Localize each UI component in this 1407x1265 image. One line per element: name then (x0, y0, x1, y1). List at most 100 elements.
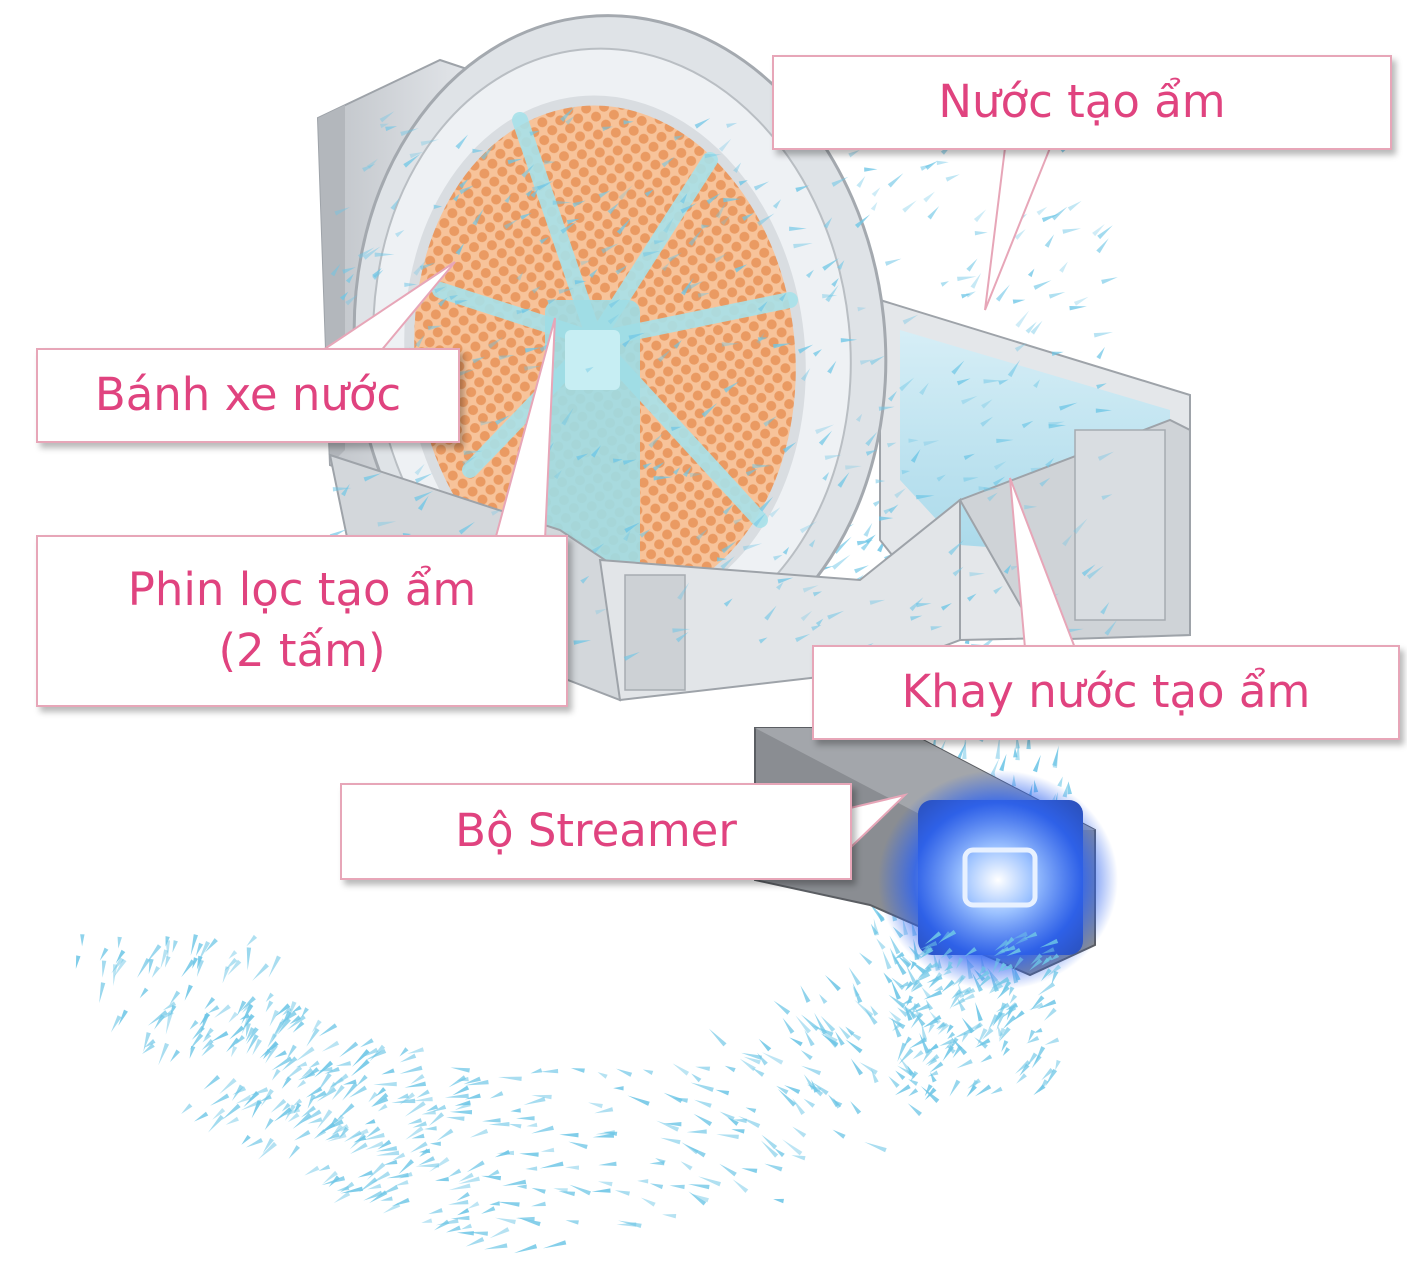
mist-particle (946, 1024, 954, 1034)
mist-particle (1036, 206, 1048, 216)
mist-particle (597, 1072, 608, 1079)
mist-particle (752, 464, 773, 469)
mist-particle (689, 472, 703, 478)
mist-particle (999, 753, 1007, 772)
mist-particle (875, 479, 886, 484)
mist-particle (281, 1056, 298, 1071)
mist-particle (181, 1103, 193, 1115)
mist-particle (332, 487, 352, 492)
mist-particle (481, 1206, 496, 1214)
mist-particle (965, 291, 976, 298)
mist-particle (622, 459, 637, 465)
mist-particle (472, 356, 486, 364)
mist-particle (1044, 1037, 1060, 1045)
mist-particle (978, 965, 987, 977)
mist-particle (1015, 310, 1030, 328)
mist-particle (407, 1118, 422, 1125)
mist-particle (99, 982, 106, 1004)
mist-particle (407, 1047, 424, 1054)
mist-particle (456, 369, 476, 377)
mist-particle (623, 530, 631, 542)
mist-particle (1039, 477, 1051, 487)
mist-particle (531, 1125, 554, 1134)
mist-particle (1010, 565, 1019, 571)
mist-particle (857, 306, 867, 312)
mist-particle (391, 1197, 410, 1207)
mist-particle (952, 975, 965, 987)
mist-particle (905, 964, 918, 986)
mist-particle (380, 123, 389, 129)
mist-particle (909, 1037, 927, 1049)
mist-particle (998, 379, 1009, 385)
mist-particle (165, 1012, 173, 1035)
mist-particle (504, 194, 511, 204)
mist-particle (99, 947, 109, 961)
mist-particle (458, 1176, 480, 1184)
mist-particle (961, 1032, 969, 1043)
mist-particle (591, 1188, 611, 1193)
mist-particle (894, 951, 905, 960)
mist-particle (738, 1115, 761, 1129)
mist-particle (419, 262, 436, 271)
mist-particle (799, 521, 818, 534)
mist-particle (523, 1096, 546, 1105)
mist-particle (489, 1091, 504, 1099)
mist-particle (540, 1068, 559, 1074)
mist-particle (934, 985, 944, 992)
mist-particle (773, 343, 792, 349)
mist-particle (414, 473, 433, 484)
mist-particle (450, 1067, 470, 1073)
mist-particle (898, 981, 910, 988)
mist-particle (1050, 953, 1060, 961)
mist-particle (277, 1017, 291, 1035)
mist-particle (466, 1160, 485, 1173)
mist-particle (1062, 228, 1082, 234)
mist-particle (385, 126, 398, 132)
mist-particle (147, 1010, 168, 1026)
mist-particle (992, 1011, 1003, 1027)
mist-particle (1013, 747, 1018, 758)
mist-particle (669, 1184, 685, 1190)
mist-particle (888, 504, 899, 514)
mist-particle (838, 1025, 851, 1040)
mist-particle (944, 1041, 954, 1050)
mist-particle (1039, 938, 1059, 948)
mist-particle (380, 1196, 393, 1201)
mist-particle (454, 299, 468, 305)
mist-particle (416, 1089, 430, 1098)
mist-particle (865, 449, 877, 456)
mist-particle (995, 284, 1010, 302)
mist-particle (1007, 359, 1021, 378)
mist-particle (1034, 1027, 1043, 1033)
mist-particle (240, 996, 256, 1012)
mist-particle (1093, 332, 1113, 338)
mist-particle (1039, 1079, 1049, 1093)
mist-particle (165, 940, 171, 960)
mist-particle (904, 1005, 917, 1019)
mist-particle (531, 1187, 546, 1194)
mist-particle (240, 1099, 263, 1111)
mist-particle (840, 338, 858, 343)
mist-particle (970, 272, 982, 289)
mist-particle (572, 200, 586, 208)
mist-particle (701, 403, 718, 418)
mist-particle (734, 264, 748, 273)
mist-particle (1014, 228, 1026, 240)
mist-particle (644, 189, 654, 197)
mist-particle (287, 1112, 300, 1123)
mist-particle (580, 260, 592, 266)
mist-particle (399, 1171, 413, 1179)
mist-particle (716, 1134, 739, 1140)
mist-particle (615, 265, 628, 275)
mist-particle (956, 957, 964, 969)
mist-particle (1007, 1002, 1018, 1009)
mist-particle (340, 291, 349, 301)
mist-particle (848, 967, 861, 986)
mist-particle (415, 1163, 440, 1168)
mist-particle (531, 1094, 552, 1100)
mist-particle (251, 1100, 262, 1119)
mist-particle (649, 1183, 664, 1190)
mist-particle (642, 250, 661, 257)
mist-particle (227, 959, 242, 976)
mist-particle (745, 1107, 757, 1114)
